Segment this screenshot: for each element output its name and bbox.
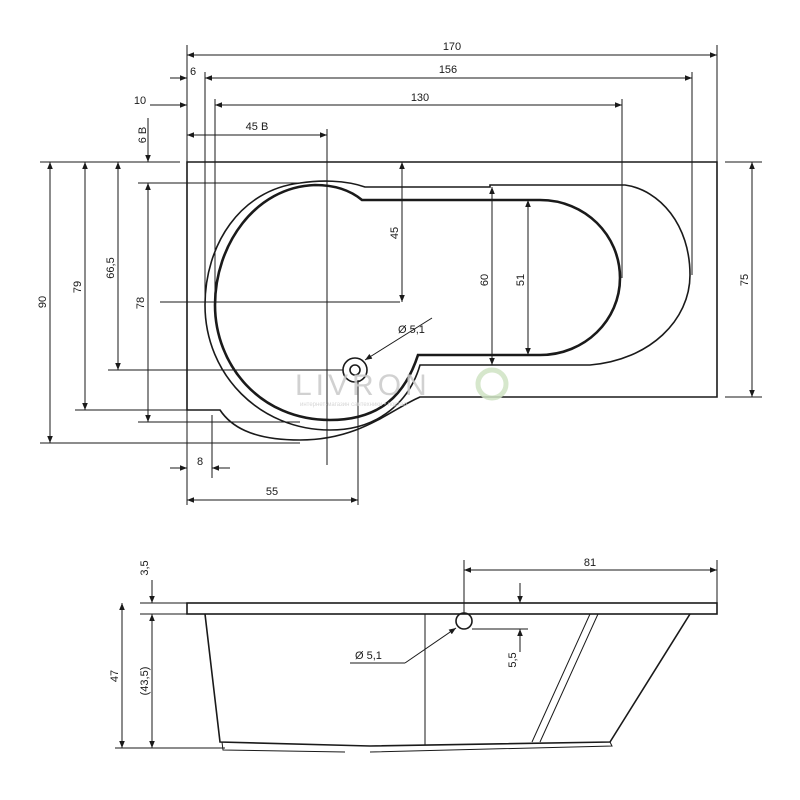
inner-rim [204,180,691,431]
basin-outline [213,183,622,422]
dim-width-75: 75 [739,274,751,286]
top-view: 170 156 6 130 10 45 B 90 79 66,5 78 6 B [37,41,762,505]
dim-total-width: 90 [37,296,49,308]
watermark-text: LIVRON [295,369,431,402]
dim-width-66-5: 66,5 [105,257,117,278]
dim-inner-length: 156 [439,64,457,76]
dim-offset-6b: 6 B [137,127,149,144]
dim-offset-45b: 45 B [246,121,269,133]
dim-overflow-diameter: Ø 5,1 [355,650,382,662]
watermark-subtext: интернет-магазин сантехники • портал [300,402,408,408]
dim-overflow-height: 5,5 [507,652,519,667]
dim-width-79: 79 [72,281,84,293]
dim-rim: 3,5 [139,560,151,575]
dim-width-60: 60 [479,274,491,286]
dim-height-47: 47 [109,670,121,682]
side-body [204,613,691,747]
outer-rim [186,161,718,441]
dim-drain-diameter: Ø 5,1 [398,324,425,336]
watermark-logo: LIVRON интернет-магазин сантехники • пор… [295,367,509,408]
dim-width-51: 51 [515,274,527,286]
dim-depth-45: 45 [389,227,401,239]
dim-bottom-55: 55 [266,486,278,498]
dim-offset-6: 6 [190,66,196,78]
dim-basin-length: 130 [411,92,429,104]
side-view: 3,5 47 (43,5) 81 5,5 Ø 5,1 [109,557,718,753]
dim-width-78: 78 [135,297,147,309]
overflow-icon [455,612,473,630]
dim-offset-10: 10 [134,95,146,107]
dim-total-length: 170 [443,41,461,53]
dim-overflow-offset: 81 [584,557,596,569]
dim-bottom-8: 8 [197,456,203,468]
side-rim [186,602,718,615]
dim-inner-height: (43,5) [139,667,151,696]
